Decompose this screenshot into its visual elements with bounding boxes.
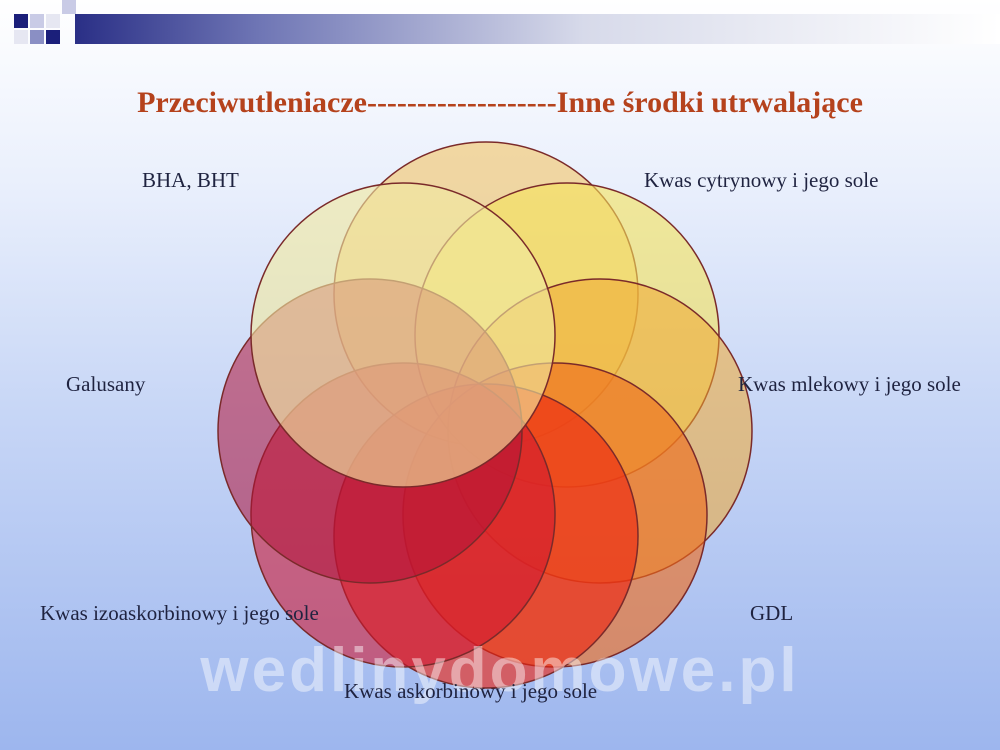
circle-upper-left — [250, 182, 556, 488]
label-bha-bht: BHA, BHT — [142, 168, 239, 192]
label-galusany: Galusany — [66, 372, 146, 396]
label-kwas-askorbinowy: Kwas askorbinowy i jego sole — [344, 679, 598, 703]
label-kwas-izoaskorbinowy: Kwas izoaskorbinowy i jego sole — [40, 601, 319, 625]
header-gradient-bar — [75, 14, 1000, 44]
circle-group — [217, 141, 753, 689]
label-kwas-mlekowy: Kwas mlekowy i jego sole — [738, 372, 961, 396]
corner-squares-decoration — [0, 0, 80, 50]
slide-title: Przeciwutleniacze-------------------Inne… — [137, 86, 863, 119]
label-kwas-cytrynowy: Kwas cytrynowy i jego sole — [644, 168, 879, 192]
label-gdl: GDL — [750, 601, 794, 625]
watermark-text: wedlinydomowe.pl — [200, 636, 800, 705]
